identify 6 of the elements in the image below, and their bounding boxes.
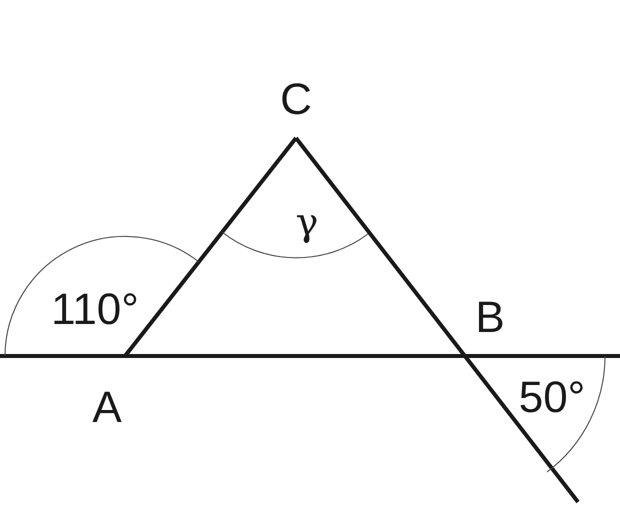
vertex-label: C	[280, 78, 312, 122]
angle-label: γ	[296, 203, 318, 241]
angle-label: 50°	[518, 376, 586, 420]
vertex-label: A	[92, 386, 122, 430]
angle-label: 110°	[51, 288, 139, 332]
vertex-label: B	[475, 296, 505, 340]
